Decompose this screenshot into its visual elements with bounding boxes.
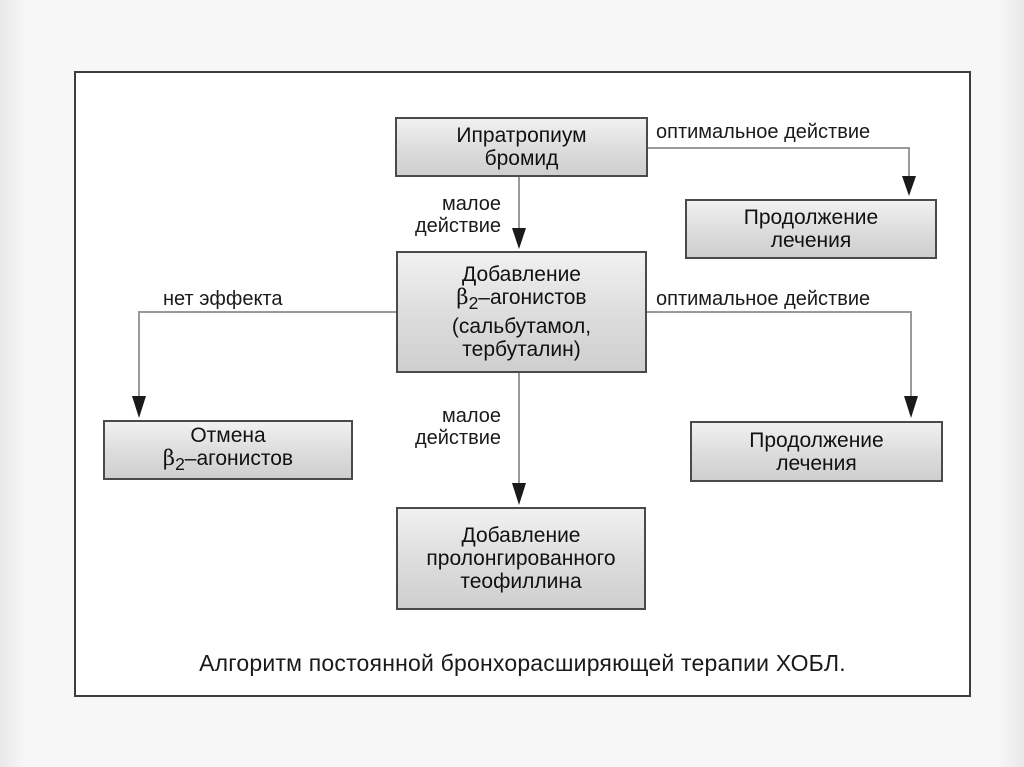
box-cancel-line1: Отмена	[190, 423, 266, 447]
box-cancel-beta2-text: Отмена β2–агонистов	[163, 424, 293, 476]
box-continue-top: Продолжение лечения	[685, 199, 937, 259]
box-continue-mid: Продолжение лечения	[690, 421, 943, 482]
box-ipratropium: Ипратропиум бромид	[395, 117, 648, 177]
label-optimal-mid: оптимальное действие	[656, 288, 871, 310]
connector-optimal-top	[648, 147, 910, 178]
box-theophylline-text: Добавление пролонгированного теофиллина	[426, 524, 616, 593]
arrowhead-small-mid	[512, 483, 526, 505]
diagram-caption: Алгоритм постоянной бронхорасширяющей те…	[199, 650, 846, 676]
arrowhead-optimal-mid	[904, 396, 918, 418]
beta-subscript: 2	[175, 454, 185, 475]
box-add-beta2-line1: Добавление	[462, 262, 581, 286]
label-optimal-top: оптимальное действие	[656, 121, 871, 143]
box-continue-mid-text: Продолжение лечения	[749, 428, 884, 475]
label-small-effect-mid: малое действие	[392, 405, 501, 449]
arrowhead-small-top	[512, 228, 526, 249]
arrowhead-optimal-top	[902, 176, 916, 196]
label-small-effect-top: малое действие	[392, 193, 501, 237]
box-add-beta2-rest: (сальбутамол, тербуталин)	[451, 315, 592, 362]
arrowhead-no-effect	[132, 396, 146, 418]
connector-no-effect	[138, 311, 396, 398]
connector-optimal-mid	[647, 311, 912, 398]
box-cancel-suffix: –агонистов	[184, 446, 294, 470]
beta-symbol: β	[162, 445, 176, 470]
box-theophylline: Добавление пролонгированного теофиллина	[396, 507, 646, 610]
box-continue-top-text: Продолжение лечения	[743, 206, 879, 252]
box-add-beta2-suffix: –агонистов	[478, 285, 587, 309]
box-add-beta2: Добавление β2–агонистов (сальбутамол, те…	[396, 251, 647, 373]
box-ipratropium-text: Ипратропиум бромид	[456, 124, 587, 170]
label-no-effect: нет эффекта	[163, 288, 283, 310]
box-add-beta2-text: Добавление β2–агонистов (сальбутамол, те…	[452, 263, 591, 361]
box-cancel-beta2: Отмена β2–агонистов	[103, 420, 353, 480]
beta-symbol: β	[456, 284, 469, 309]
beta-subscript: 2	[468, 293, 479, 314]
